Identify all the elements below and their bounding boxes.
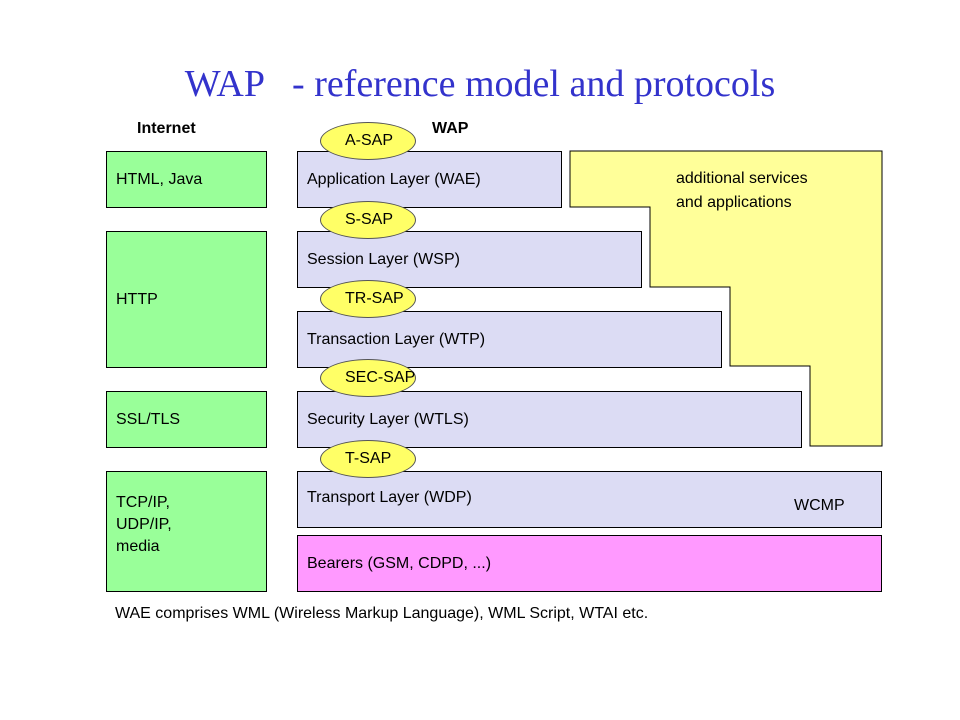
wap-session-layer: Session Layer (WSP) — [297, 231, 642, 288]
bearers-label: Bearers (GSM, CDPD, ...) — [307, 554, 492, 572]
internet-ssl-tls-box: SSL/TLS — [106, 391, 267, 448]
wap-application-layer: Application Layer (WAE) — [297, 151, 562, 208]
internet-column-header: Internet — [137, 120, 196, 137]
internet-http-box: HTTP — [106, 231, 267, 368]
internet-tcp-ip-box: TCP/IP, UDP/IP, media — [106, 471, 267, 592]
sap-s: S-SAP — [320, 201, 416, 239]
sap-t: T-SAP — [320, 440, 416, 478]
internet-tcp-ip-line-2: UDP/IP, — [116, 516, 172, 533]
additional-services-line-2: and applications — [676, 194, 792, 211]
internet-html-java-box: HTML, Java — [106, 151, 267, 208]
wap-application-label: Application Layer (WAE) — [307, 170, 481, 188]
internet-tcp-ip-line-1: TCP/IP, — [116, 494, 170, 511]
wap-security-label: Security Layer (WTLS) — [307, 410, 469, 428]
internet-ssl-tls-label: SSL/TLS — [116, 410, 181, 428]
footer-note: WAE comprises WML (Wireless Markup Langu… — [115, 605, 649, 622]
sap-sec: SEC-SAP — [320, 359, 416, 397]
wap-column-header: WAP — [432, 120, 469, 137]
internet-tcp-ip-line-3: media — [116, 538, 160, 555]
wap-transaction-layer: Transaction Layer (WTP) — [297, 311, 722, 368]
internet-html-java-label: HTML, Java — [116, 170, 203, 188]
wap-transport-layer: Transport Layer (WDP) — [297, 471, 882, 528]
wap-security-layer: Security Layer (WTLS) — [297, 391, 802, 448]
sap-tr: TR-SAP — [320, 280, 416, 318]
additional-services-label: additional services and applications — [676, 167, 808, 215]
wap-session-label: Session Layer (WSP) — [307, 250, 460, 268]
wap-transport-label: Transport Layer (WDP) — [307, 489, 472, 506]
wcmp-label: WCMP — [794, 497, 845, 514]
bearers-layer: Bearers (GSM, CDPD, ...) — [297, 535, 882, 592]
additional-services-line-1: additional services — [676, 170, 808, 187]
diagram-title: WAP - reference model and protocols — [184, 63, 776, 105]
sap-a: A-SAP — [320, 122, 416, 160]
wap-transaction-label: Transaction Layer (WTP) — [307, 330, 486, 348]
internet-http-label: HTTP — [116, 290, 158, 308]
